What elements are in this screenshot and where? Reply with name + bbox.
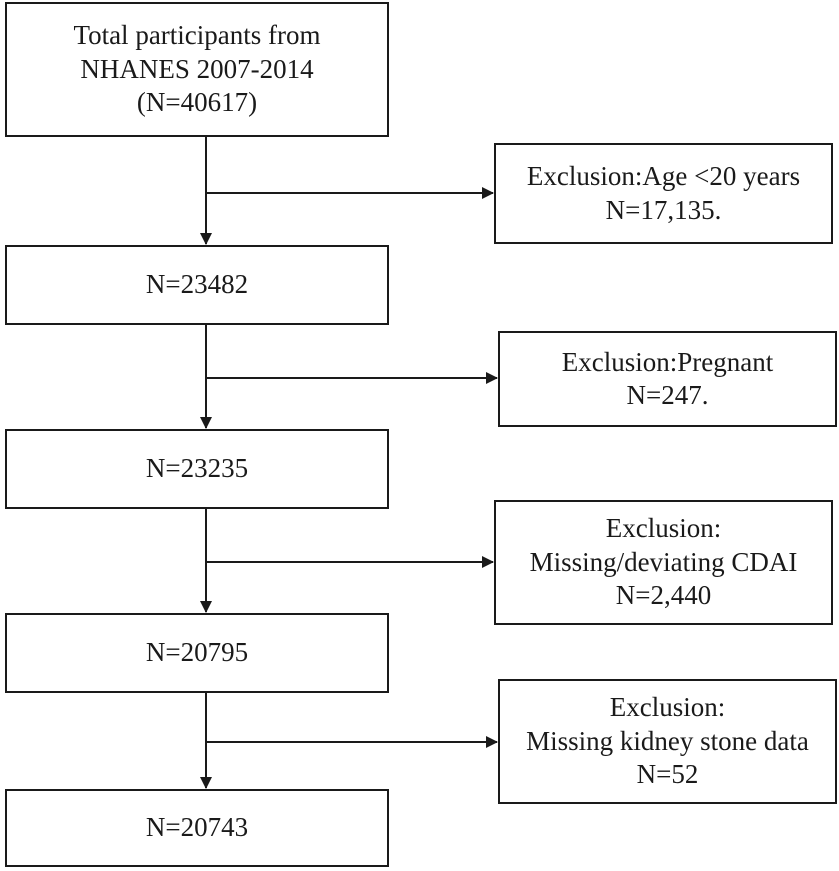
box-total-participants: Total participants from NHANES 2007-2014… [5,2,389,137]
box-line: Exclusion:Pregnant [561,346,774,377]
box-line: N=2,440 [615,580,712,611]
box-line: N=52 [636,759,699,790]
box-line: N=23482 [145,269,249,300]
box-line: Missing kidney stone data [526,725,809,756]
box-line: Exclusion: [605,513,722,544]
box-line: Total participants from [73,20,321,51]
box-exclusion-pregnant: Exclusion:Pregnant N=247. [498,331,837,427]
box-line: (N=40617) [136,87,258,118]
box-line: N=23235 [145,453,249,484]
box-line: N=20743 [145,812,249,843]
box-line: N=247. [626,380,709,410]
box-exclusion-cdai: Exclusion: Missing/deviating CDAI N=2,44… [494,500,833,625]
box-line: Missing/deviating CDAI [529,546,798,577]
box-exclusion-kidney-stone: Exclusion: Missing kidney stone data N=5… [498,679,837,804]
box-line: Exclusion: [609,692,726,723]
box-line: Exclusion:Age <20 years [526,161,801,192]
box-step-3: N=20795 [5,613,389,693]
box-step-2: N=23235 [5,429,389,509]
box-line: NHANES 2007-2014 [80,53,314,84]
box-line: N=20795 [145,637,249,668]
box-line: N=17,135. [605,194,722,225]
box-exclusion-age: Exclusion:Age <20 years N=17,135. [494,143,833,244]
box-step-1: N=23482 [5,245,389,325]
box-final: N=20743 [5,789,389,867]
